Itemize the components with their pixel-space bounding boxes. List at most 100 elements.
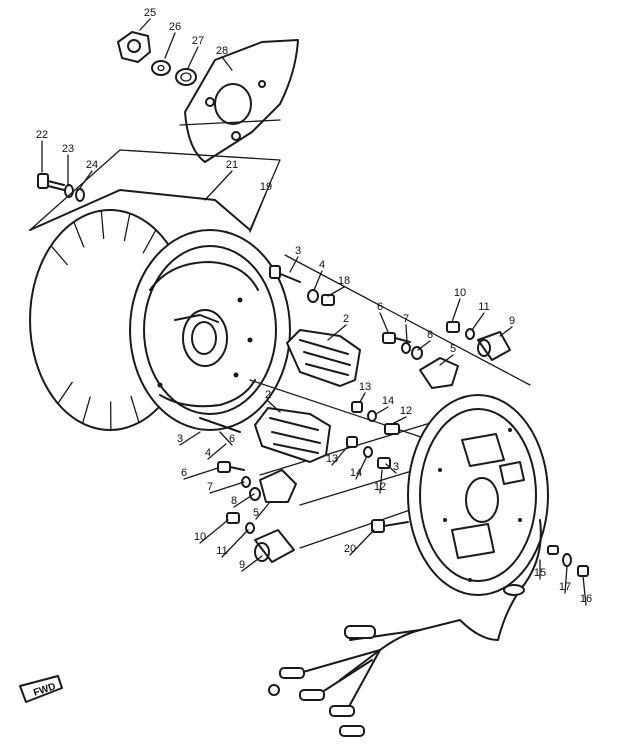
callout-c2b: 2 <box>265 389 271 401</box>
cooling-fin <box>57 381 73 405</box>
callout-c5a: 5 <box>450 343 456 355</box>
leader-line <box>331 445 349 466</box>
callout-c23: 23 <box>62 143 74 155</box>
callout-c13b: 13 <box>326 453 338 465</box>
callout-c14a: 14 <box>382 395 394 407</box>
leader-line <box>417 340 431 351</box>
leader-line <box>385 463 397 474</box>
callout-c3b: 3 <box>177 433 183 445</box>
callout-c27: 27 <box>192 35 204 47</box>
callout-c25: 25 <box>144 7 156 19</box>
leader-line <box>379 469 383 494</box>
callout-c6c: 6 <box>181 467 187 479</box>
callout-c7a: 7 <box>403 313 409 325</box>
callout-c4a: 4 <box>319 259 325 271</box>
callout-c4b: 4 <box>205 447 211 459</box>
cooling-fin <box>81 396 91 425</box>
leader-line <box>233 493 255 508</box>
leader-line <box>355 457 367 480</box>
leader-line <box>471 312 485 331</box>
callout-c11b: 11 <box>216 545 227 557</box>
leader-line <box>391 416 407 425</box>
callout-c19: 19 <box>260 181 272 193</box>
stator-plate <box>371 394 549 596</box>
upper-coil <box>286 329 361 387</box>
callout-c6b: 6 <box>229 433 235 445</box>
leader-line <box>267 400 281 413</box>
leader-line <box>179 431 201 446</box>
callout-c14b: 14 <box>350 467 362 479</box>
cooling-fin <box>50 245 68 266</box>
callout-c7b: 7 <box>207 481 213 493</box>
leader-line <box>219 431 233 446</box>
leader-line <box>187 46 199 69</box>
leader-line <box>327 324 347 341</box>
leader-line <box>564 565 568 594</box>
gasket-plate <box>184 39 299 163</box>
callout-c6a: 6 <box>377 301 383 313</box>
leader-line <box>164 32 176 59</box>
leader-line <box>289 256 299 273</box>
cooling-fin <box>142 229 157 254</box>
leader-line <box>249 192 267 233</box>
callout-c17: 17 <box>559 581 571 593</box>
leader-line <box>207 443 227 460</box>
callout-c10b: 10 <box>194 531 206 543</box>
callout-c16: 16 <box>580 593 592 605</box>
callout-c12a: 12 <box>400 405 412 417</box>
fwd-arrow-icon: FWD <box>19 675 63 703</box>
leader-lines <box>41 18 587 606</box>
leader-line <box>582 575 587 606</box>
callout-c3c: 3 <box>393 461 399 473</box>
leader-line <box>183 467 219 480</box>
leader-line <box>241 555 263 572</box>
cooling-fin <box>123 212 131 242</box>
callout-c28: 28 <box>216 45 228 57</box>
callout-c13a: 13 <box>359 381 371 393</box>
callout-c12b: 12 <box>374 481 386 493</box>
callout-c2a: 2 <box>343 313 349 325</box>
leader-line <box>327 286 345 297</box>
middle-screws <box>346 401 400 469</box>
cooling-fin <box>130 395 140 424</box>
lower-pickup <box>199 417 297 563</box>
leader-line <box>359 392 366 403</box>
callout-c15: 15 <box>534 567 546 579</box>
leader-line <box>221 56 233 71</box>
leader-line <box>349 529 375 556</box>
callout-c9b: 9 <box>239 559 245 571</box>
callout-c18: 18 <box>338 275 350 287</box>
callout-c21: 21 <box>226 159 238 171</box>
callout-c8a: 8 <box>427 329 433 341</box>
cooling-fin <box>100 210 105 240</box>
leader-line <box>255 501 271 520</box>
leader-line <box>204 170 233 201</box>
flywheel <box>29 189 291 431</box>
leader-line <box>79 170 93 189</box>
upper-pickup <box>382 321 511 389</box>
callout-c22: 22 <box>36 129 48 141</box>
leader-line <box>451 298 461 323</box>
callout-c24: 24 <box>86 159 98 171</box>
callout-c9a: 9 <box>509 315 515 327</box>
callout-c3a: 3 <box>295 245 301 257</box>
leader-line <box>375 406 389 415</box>
leader-line <box>209 481 245 494</box>
callout-c26: 26 <box>169 21 181 33</box>
lower-coil <box>254 407 331 463</box>
leader-line <box>221 529 249 558</box>
leader-line <box>139 18 151 31</box>
callout-c11a: 11 <box>478 301 489 313</box>
leader-line <box>379 312 389 333</box>
callout-c10a: 10 <box>454 287 466 299</box>
leader-line <box>313 270 323 291</box>
nut-and-washers <box>117 31 197 86</box>
wire-harness <box>268 519 589 737</box>
leader-line <box>405 324 408 343</box>
callout-c5b: 5 <box>253 507 259 519</box>
cooling-fin <box>73 221 85 248</box>
leader-line <box>439 354 454 366</box>
